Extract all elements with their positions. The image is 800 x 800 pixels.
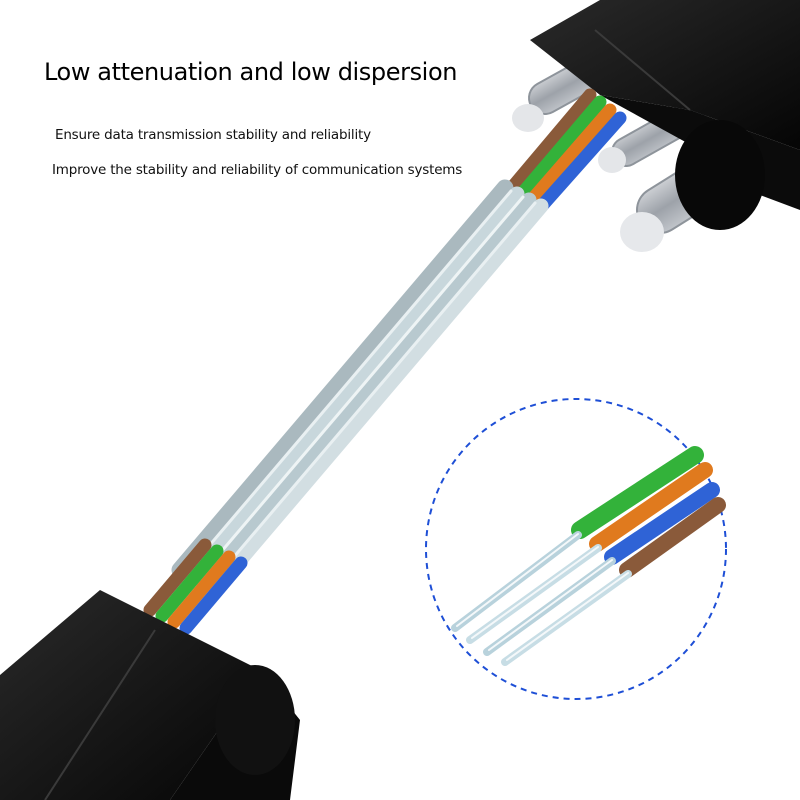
- lower-cable-end: [0, 538, 300, 800]
- upper-jacket: [530, 0, 800, 230]
- feature-line-2: Improve the stability and reliability of…: [52, 162, 463, 178]
- lower-fiber-bundle: [143, 538, 248, 635]
- fiber-ribbon: [171, 179, 549, 596]
- lower-jacket: [0, 590, 300, 800]
- upper-cable-end: [503, 0, 800, 252]
- feature-line-1: Ensure data transmission stability and r…: [55, 127, 371, 143]
- upper-fiber-bundle: [503, 88, 627, 215]
- fiber-detail-callout: [425, 398, 727, 700]
- headline: Low attenuation and low dispersion: [44, 58, 458, 86]
